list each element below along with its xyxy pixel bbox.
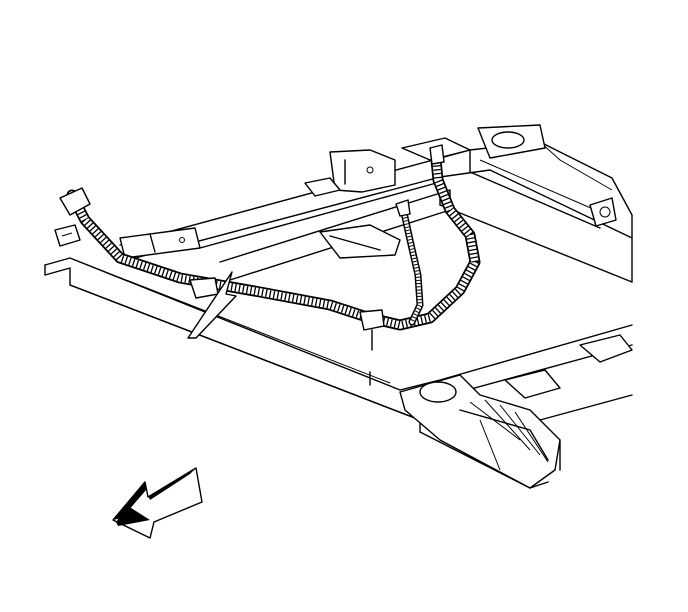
frame-crossmember-front <box>439 324 633 421</box>
callout-leader <box>187 271 237 339</box>
harness-connector <box>54 187 91 247</box>
body-mount-rear <box>477 124 617 227</box>
harness-clips <box>189 277 385 351</box>
front-direction-arrow-icon <box>112 467 203 539</box>
wiring-harness <box>66 144 481 331</box>
battery-cable <box>395 199 424 326</box>
frame-mount-bracket-front <box>119 227 201 259</box>
body-mount-front <box>399 374 561 489</box>
